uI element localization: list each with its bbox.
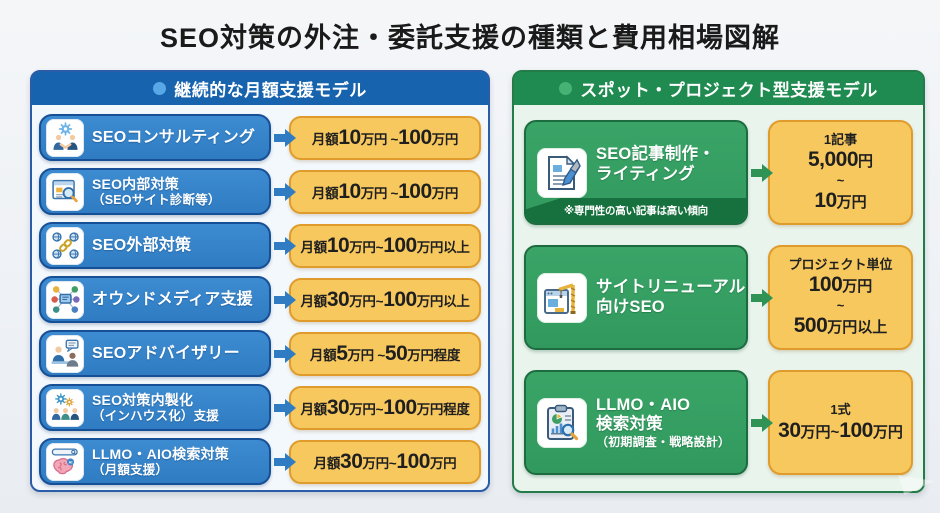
price-min: 5,000円 [807, 148, 874, 172]
arrow-right-icon [274, 403, 285, 412]
service-label: SEOアドバイザリー [92, 344, 240, 362]
bullet-dot-icon [153, 82, 167, 95]
service-pill: オウンドメディア支援 [39, 276, 271, 323]
service-label: SEO内部対策 [92, 175, 179, 192]
arrow-right-icon [751, 293, 762, 302]
spot-panel-body: SEO記事制作・ライティング ※専門性の高い記事は高い傾向 1記事 5,000円… [514, 105, 923, 475]
ai-brain-search-icon: AI [46, 442, 84, 481]
owned-media-icon [46, 280, 84, 319]
arrow-right-icon [751, 168, 762, 177]
service-label-line2: ライティング [596, 164, 695, 183]
note-band: ※専門性の高い記事は高い傾向 [526, 198, 746, 223]
service-label: オウンドメディア支援 [92, 290, 253, 308]
advisor-icon [46, 334, 84, 373]
service-label: SEO記事制作・ [596, 145, 715, 164]
service-pill: SEO外部対策 [39, 222, 271, 269]
service-sublabel: （初期調査・戦略設計） [596, 434, 731, 449]
service-label: SEOコンサルティング [92, 128, 256, 146]
price-unit: 1記事 [823, 131, 858, 147]
service-pill: SEOコンサルティング [39, 114, 271, 161]
site-audit-icon [46, 172, 84, 211]
service-label: SEO外部対策 [92, 236, 192, 254]
spot-panel-title: スポット・プロジェクト型支援モデル [580, 81, 878, 100]
arrow-right-icon [274, 349, 285, 358]
bullet-dot-icon [559, 82, 573, 95]
arrow-right-icon [274, 457, 285, 466]
service-pill: SEOアドバイザリー [39, 330, 271, 377]
service-label: SEO対策内製化 [92, 391, 194, 408]
price-box: プロジェクト単位 100万円 ~ 500万円以上 [768, 245, 913, 350]
link-building-icon [46, 226, 84, 265]
price-range: 30万円~100万円 [778, 418, 903, 442]
service-pill: SEO内部対策（SEOサイト診断等） [39, 168, 271, 215]
price-box: 1記事 5,000円 ~ 10万円 [768, 120, 913, 225]
arrow-right-icon [274, 133, 285, 142]
spot-project-panel: スポット・プロジェクト型支援モデル SEO記事制作・ライティング ※専門性の高い… [512, 70, 925, 493]
spot-panel-header: スポット・プロジェクト型支援モデル [514, 72, 923, 105]
price-tilde: ~ [836, 172, 845, 188]
service-label: LLMO・AIO [596, 395, 691, 414]
price-max: 10万円 [814, 189, 867, 213]
article-writing-icon [537, 147, 587, 198]
service-sublabel: （月額支援） [92, 463, 169, 478]
arrow-right-icon [274, 295, 285, 304]
service-sublabel: （インハウス化）支援 [92, 409, 220, 424]
svg-text:AI: AI [68, 460, 72, 464]
price-max: 500万円以上 [793, 314, 888, 338]
service-row: SEO記事制作・ライティング ※専門性の高い記事は高い傾向 1記事 5,000円… [524, 120, 913, 225]
arrow-right-icon [274, 241, 285, 250]
price-min: 100万円 [808, 273, 873, 297]
service-label-line2: 向けSEO [596, 297, 665, 316]
site-renewal-crane-icon [537, 272, 587, 323]
service-sublabel: （SEOサイト診断等） [92, 193, 221, 208]
service-card: サイトリニューアル向けSEO [524, 245, 748, 350]
monthly-panel-title: 継続的な月額支援モデル [174, 81, 367, 100]
inhouse-team-icon [46, 388, 84, 427]
service-pill: AI LLMO・AIO検索対策（月額支援） [39, 438, 271, 485]
arrow-right-icon [751, 418, 762, 427]
service-label-line2: 検索対策 [596, 415, 663, 434]
price-box: 1式 30万円~100万円 [768, 370, 913, 475]
arrow-right-icon [274, 187, 285, 196]
service-card: SEO記事制作・ライティング ※専門性の高い記事は高い傾向 [524, 120, 748, 225]
service-pill: SEO対策内製化（インハウス化）支援 [39, 384, 271, 431]
price-unit: プロジェクト単位 [788, 256, 893, 272]
page-title: SEO対策の外注・委託支援の種類と費用相場図解 [159, 23, 781, 53]
service-label: サイトリニューアル [596, 278, 746, 297]
price-tilde: ~ [836, 297, 845, 313]
price-unit: 1式 [830, 402, 851, 418]
service-label: LLMO・AIO検索対策 [92, 445, 229, 462]
service-row: サイトリニューアル向けSEO プロジェクト単位 100万円 ~ 500万円以上 [524, 245, 913, 350]
handshake-gear-icon [46, 118, 84, 157]
audit-clipboard-icon [537, 397, 587, 448]
monthly-panel-header: 継続的な月額支援モデル [32, 72, 488, 105]
